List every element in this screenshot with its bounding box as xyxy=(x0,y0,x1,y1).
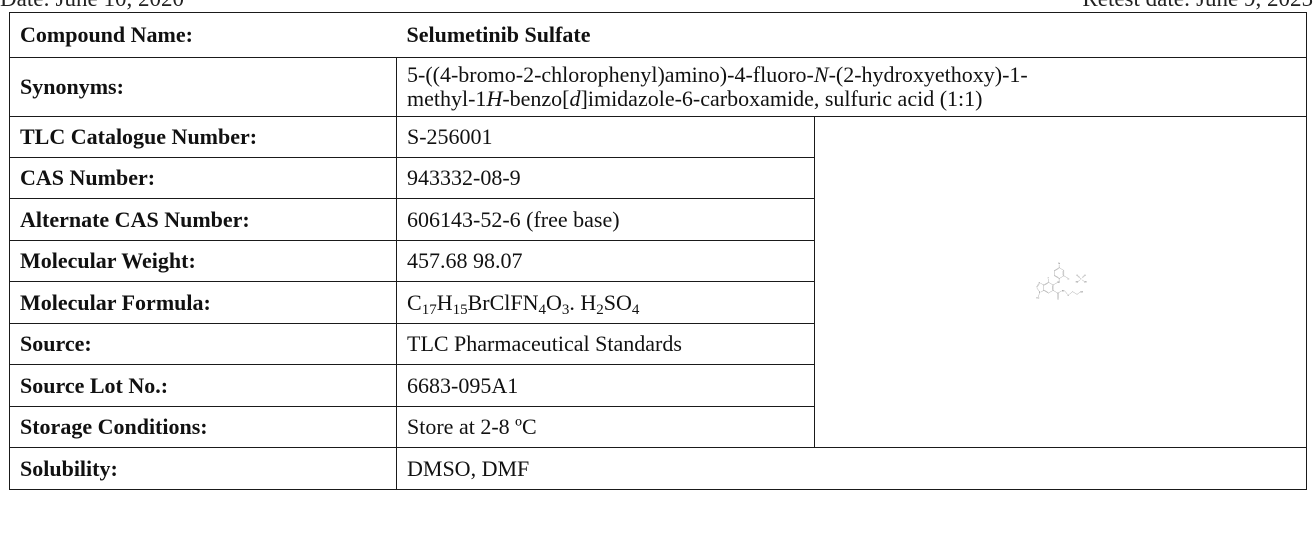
atom-ho: HO xyxy=(1076,282,1079,284)
row-compound-name: Compound Name: Selumetinib Sulfate xyxy=(9,12,1307,58)
row-molecular-formula: Molecular Formula: C17H15BrClFN4O3. H2SO… xyxy=(9,281,1307,324)
row-source: Source: TLC Pharmaceutical Standards xyxy=(9,323,1307,365)
row-catalogue: TLC Catalogue Number: S-256001 xyxy=(9,116,1307,448)
atom-n-imidazole: N xyxy=(1039,283,1041,285)
atom-o-sulfonyl-2: O xyxy=(1084,275,1086,277)
alt-cas-value: 606143-52-6 (free base) xyxy=(396,198,815,241)
catalogue-label: TLC Catalogue Number: xyxy=(9,116,397,158)
row-cas: CAS Number: 943332-08-9 xyxy=(9,157,1307,199)
solubility-label: Solubility: xyxy=(9,447,397,490)
synonyms-text: -(2-hydroxyethoxy)-1- xyxy=(828,62,1028,87)
source-label: Source: xyxy=(9,323,397,365)
catalogue-value: S-256001 xyxy=(396,116,815,158)
row-lot: Source Lot No.: 6683-095A1 xyxy=(9,364,1307,407)
synonyms-italic: d xyxy=(569,86,581,111)
atom-h3c: H3C xyxy=(1037,298,1040,300)
storage-label: Storage Conditions: xyxy=(9,406,397,448)
atom-n-methyl: N xyxy=(1039,292,1041,294)
source-value: TLC Pharmaceutical Standards xyxy=(396,323,815,365)
page-header: Date: June 10, 2020 Retest date: June 9,… xyxy=(0,0,1313,12)
atom-o-ether: O xyxy=(1068,295,1070,297)
synonyms-italic: N xyxy=(813,62,829,87)
mw-label: Molecular Weight: xyxy=(9,240,397,282)
solubility-value: DMSO, DMF xyxy=(396,447,1307,490)
compound-spec-table: Compound Name: Selumetinib Sulfate Synon… xyxy=(9,12,1307,490)
cas-value: 943332-08-9 xyxy=(396,157,815,199)
row-synonyms: Synonyms: 5-((4-bromo-2-chlorophenyl)ami… xyxy=(9,57,1307,117)
lot-label: Source Lot No.: xyxy=(9,364,397,407)
atom-oh: OH xyxy=(1081,291,1084,293)
atom-oh-sulfuric: OH xyxy=(1084,282,1087,284)
row-solubility: Solubility: DMSO, DMF xyxy=(9,447,1307,490)
atom-br: Br xyxy=(1058,263,1060,265)
synonyms-text: -benzo[ xyxy=(502,86,570,111)
atom-o-sulfonyl-1: O xyxy=(1077,275,1079,277)
atom-o-carbonyl: O xyxy=(1058,299,1060,301)
atom-nh: NH xyxy=(1057,282,1060,284)
retest-date: Retest date: June 9, 2025 xyxy=(1082,0,1313,11)
synonyms-italic: H xyxy=(486,86,503,111)
row-molecular-weight: Molecular Weight: 457.68 98.07 xyxy=(9,240,1307,282)
chemical-structure-diagram: Br Cl F NH N N H3C O NH O OH O O S HO OH xyxy=(1036,263,1087,301)
synonyms-text: methyl-1 xyxy=(407,86,487,111)
synonyms-text: ]imidazole-6-carboxamide, sulfuric acid … xyxy=(580,86,983,111)
compound-name-label: Compound Name: xyxy=(9,12,397,58)
formula-value: C17H15BrClFN4O3. H2SO4 xyxy=(396,281,815,324)
atom-nh-amide: NH xyxy=(1062,291,1065,293)
structure-cell: Br Cl F NH N N H3C O NH O OH O O S HO OH xyxy=(814,116,1307,448)
synonyms-text: 5-((4-bromo-2-chlorophenyl)amino)-4-fluo… xyxy=(407,62,814,87)
formula-label: Molecular Formula: xyxy=(9,281,397,324)
issue-date: Date: June 10, 2020 xyxy=(0,0,184,11)
compound-name-value: Selumetinib Sulfate xyxy=(396,12,1307,58)
cas-label: CAS Number: xyxy=(9,157,397,199)
mw-value: 457.68 98.07 xyxy=(396,240,815,282)
atom-f: F xyxy=(1048,277,1049,279)
synonyms-line-2: methyl-1H-benzo[d]imidazole-6-carboxamid… xyxy=(407,87,1296,111)
storage-value: Store at 2-8 ºC xyxy=(396,406,815,448)
row-storage: Storage Conditions: Store at 2-8 ºC xyxy=(9,406,1307,448)
alt-cas-label: Alternate CAS Number: xyxy=(9,198,397,241)
atom-s: S xyxy=(1080,278,1081,280)
synonyms-value: 5-((4-bromo-2-chlorophenyl)amino)-4-fluo… xyxy=(396,57,1307,117)
lot-value: 6683-095A1 xyxy=(396,364,815,407)
synonyms-line-1: 5-((4-bromo-2-chlorophenyl)amino)-4-fluo… xyxy=(407,63,1296,87)
atom-cl: Cl xyxy=(1068,278,1070,280)
synonyms-label: Synonyms: xyxy=(9,57,397,117)
